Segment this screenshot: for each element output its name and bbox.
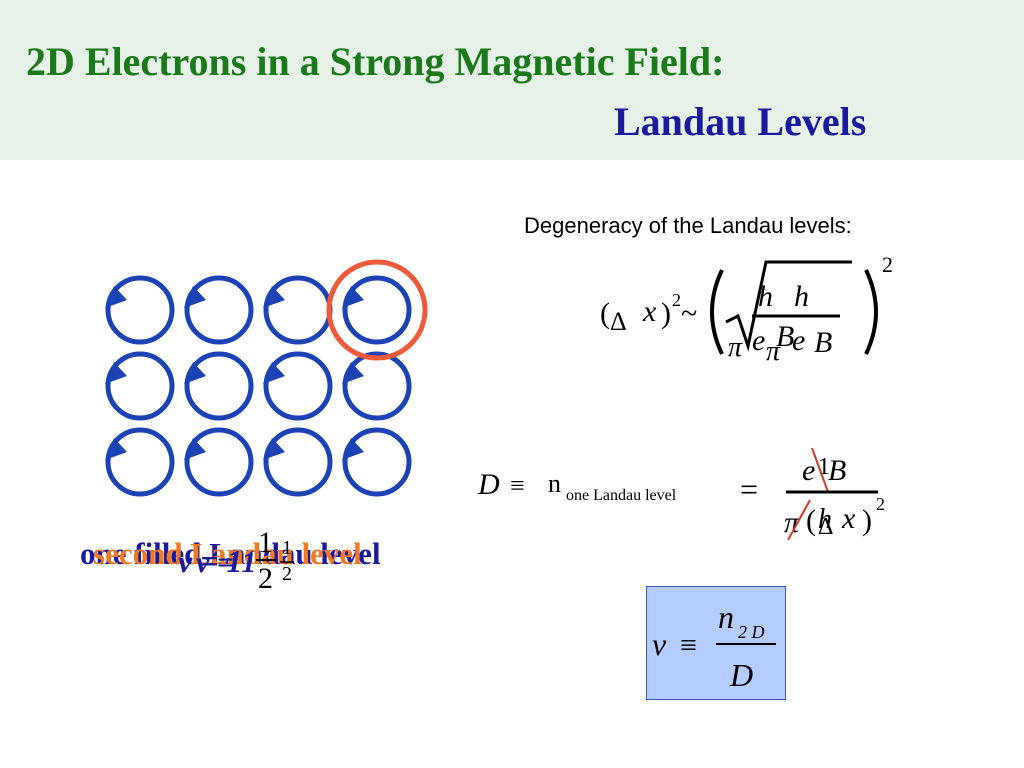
caption-frac-den-small: 2	[282, 563, 292, 585]
formula-dx-B2: B	[814, 326, 832, 359]
caption-one-filled-landau-level: one filled Landau level	[80, 536, 381, 571]
slide-header: 2D Electrons in a Strong Magnetic Field:…	[0, 0, 1024, 160]
caption-second-landau-level: second Landau level	[93, 536, 362, 571]
formula-dx-lparen: (	[600, 297, 610, 330]
formula-D-n: n	[548, 469, 561, 498]
formula-nu-symbol: ν	[652, 626, 667, 662]
formula-nu-D: D	[729, 657, 753, 693]
formula-dx-e1: e	[752, 324, 765, 357]
formula-dx-h2: h	[794, 280, 809, 313]
formula-D-den-x: x	[841, 502, 856, 535]
formula-D-den-rparen: )	[862, 504, 872, 537]
formula-D-equals: =	[740, 471, 758, 507]
formula-dx-rparen: )	[661, 297, 671, 330]
formula-nu-n-subscript: 2 D	[738, 622, 765, 642]
formula-D-num-e: e	[802, 454, 815, 487]
formula-D-den-lparen: (	[806, 504, 816, 537]
formula-dx-pi2: π	[766, 336, 781, 367]
formula-D-den-exp: 2	[876, 494, 885, 514]
formula-D-symbol: D	[477, 468, 500, 501]
formula-dx-sqrt-sign	[725, 260, 852, 352]
formula-D-n-subscript: one Landau level	[566, 487, 677, 504]
formula-D-num-B: B	[828, 454, 846, 487]
formula-dx-pi1: π	[728, 332, 743, 363]
formula-dx-delta: Δ	[610, 307, 627, 336]
highlight-circle-icon	[326, 259, 428, 361]
formula-D-cancel-stroke-1	[811, 447, 829, 493]
caption-nu-small: ν = 1	[196, 546, 256, 579]
caption-nu-big: ν = 1	[178, 543, 242, 579]
formula-D-den-delta: Δ	[818, 514, 833, 540]
formula-D-cancel-stroke-2	[787, 499, 811, 541]
formula-dx-big-rparen	[864, 269, 878, 355]
formula-dx-e2: e	[792, 324, 805, 357]
formula-dx-exp: 2	[672, 290, 681, 310]
caption-frac-den-big: 2	[258, 562, 273, 595]
formula-D-den-pi: π	[784, 506, 800, 539]
formula-dx-h1: h	[758, 280, 773, 313]
formula-D-den-h: h	[818, 504, 832, 535]
formula-dx-x: x	[642, 295, 657, 328]
formula-dx-tilde: ~	[681, 297, 697, 330]
degeneracy-label: Degeneracy of the Landau levels:	[524, 213, 852, 238]
formula-dx-B1: B	[776, 320, 794, 353]
caption-frac-num-small: 1	[282, 537, 292, 559]
formula-dx-outer-exp: 2	[882, 252, 893, 277]
formula-nu-n: n	[718, 599, 734, 635]
formula-nu-equiv: ≡	[680, 629, 697, 662]
formula-D-equiv: ≡	[510, 471, 525, 500]
slide-title-line1: 2D Electrons in a Strong Magnetic Field:	[26, 39, 725, 84]
slide-title-line2: Landau Levels	[614, 99, 867, 144]
formula-dx-big-lparen	[710, 269, 724, 355]
caption-frac-num-big: 1	[258, 526, 273, 559]
